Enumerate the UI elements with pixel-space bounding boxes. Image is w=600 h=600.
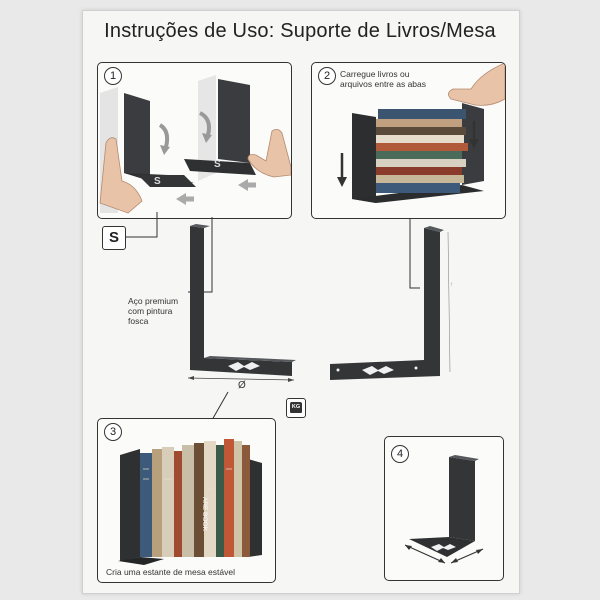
height-mark: ↑ xyxy=(450,282,453,288)
book-spine-text: ARE BOOK xyxy=(201,497,208,531)
book-stack xyxy=(376,109,468,193)
logo-letter: S xyxy=(108,229,119,246)
step-3-illustration xyxy=(118,439,262,565)
hand-left xyxy=(99,137,143,214)
step-number: 4 xyxy=(391,445,409,463)
logo-badge: S xyxy=(102,226,126,250)
step-number: 2 xyxy=(318,67,336,85)
step-number: 1 xyxy=(104,67,122,85)
weight-icon: KG xyxy=(286,398,306,418)
step-4-illustration xyxy=(404,455,484,564)
logo-s-mark-right: S xyxy=(214,159,221,170)
hand xyxy=(448,63,505,106)
material-label: Aço premium com pintura fosca xyxy=(128,296,179,326)
step-3-caption: Cria uma estante de mesa estável xyxy=(106,567,235,577)
bookend-upright-right xyxy=(218,79,250,163)
logo-s-mark-left: S xyxy=(154,176,161,187)
page-title: Instruções de Uso: Suporte de Livros/Mes… xyxy=(104,20,496,42)
weight-icon-text: KG xyxy=(291,404,301,410)
step-1-panel: S S 1 xyxy=(97,62,292,219)
bookend-right xyxy=(248,459,262,557)
diameter-label: Ø xyxy=(238,380,246,391)
bookend-upright-left xyxy=(124,93,150,181)
step-3-panel: ARE BOOK 3 Cria uma estante de mesa está… xyxy=(97,418,276,583)
step-number: 3 xyxy=(104,423,122,441)
step-2-illustration xyxy=(337,63,505,203)
step-2-panel: 2 Carregue livros ou arquivos entre as a… xyxy=(311,62,506,219)
bookend-left xyxy=(120,449,140,561)
step-2-caption: Carregue livros ou arquivos entre as aba… xyxy=(340,69,426,89)
step-1-illustration xyxy=(99,75,291,214)
bookend-upright xyxy=(449,457,475,541)
step-4-panel: 4 xyxy=(384,436,504,581)
bookend-base-right xyxy=(184,159,256,175)
book-row xyxy=(140,439,250,557)
bookend-upright-front xyxy=(352,113,376,203)
hand-right xyxy=(247,129,291,178)
